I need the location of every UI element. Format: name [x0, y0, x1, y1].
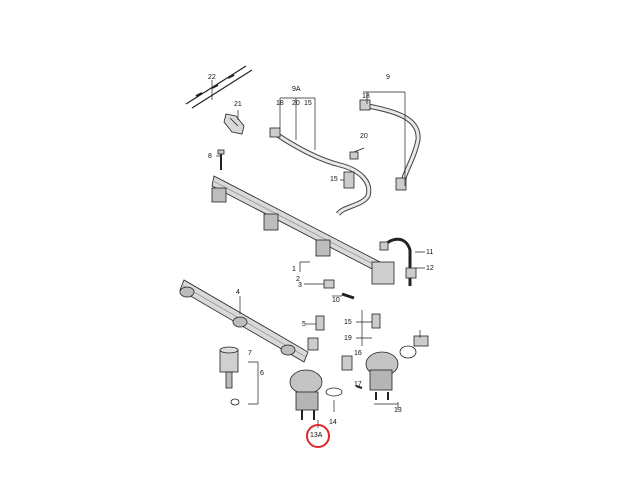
callout-1: 1: [292, 266, 296, 273]
callout-18a: 18: [276, 100, 284, 107]
part-10: [341, 292, 355, 300]
callout-15a: 15: [304, 100, 312, 107]
callout-16: 16: [354, 350, 362, 357]
callout-5: 5: [302, 321, 306, 328]
fuel-pipe-assembly: [371, 237, 417, 286]
wire-clip-part: [185, 65, 253, 109]
callout-12: 12: [426, 265, 434, 272]
part-18: [413, 335, 429, 347]
highlight-ring: [306, 424, 330, 448]
callout-4: 4: [236, 289, 240, 296]
callout-18b: 18: [362, 93, 370, 100]
fuel-hose-9a: [269, 127, 372, 216]
callout-8: 8: [208, 153, 212, 160]
callout-11: 11: [426, 249, 434, 256]
part-3: [323, 279, 335, 289]
part-19: [371, 313, 381, 329]
injector-6: [219, 346, 240, 406]
callout-13a: 13A: [310, 432, 323, 439]
callout-14: 14: [329, 419, 337, 426]
callout-17: 17: [354, 381, 362, 388]
callout-20b: 20: [360, 133, 368, 140]
callout-2: 2: [296, 276, 300, 283]
high-pressure-pump-13a: [289, 369, 343, 420]
bolt-part: [217, 149, 225, 170]
part-5b: [307, 337, 319, 351]
callout-9: 9: [386, 74, 390, 81]
callout-9a: 9A: [292, 86, 301, 93]
callout-15c: 15: [344, 319, 352, 326]
callout-7: 7: [248, 350, 252, 357]
callout-19: 19: [344, 335, 352, 342]
callout-6: 6: [260, 370, 264, 377]
callout-20a: 20: [292, 100, 300, 107]
bracket-part: [223, 113, 245, 135]
callout-21: 21: [234, 101, 242, 108]
callout-22: 22: [208, 74, 216, 81]
fuel-hose-9: [359, 99, 421, 191]
clip-20: [349, 151, 359, 160]
callout-13: 13: [394, 407, 402, 414]
callout-10: 10: [332, 297, 340, 304]
lower-fuel-rail: [179, 279, 309, 363]
pressure-sensor-5: [315, 315, 325, 331]
callout-3: 3: [298, 282, 302, 289]
part-16: [341, 355, 353, 371]
upper-fuel-rail: [211, 175, 381, 273]
high-pressure-pump-13: [355, 345, 417, 400]
callout-15b: 15: [330, 176, 338, 183]
leader-lines: [211, 80, 425, 428]
